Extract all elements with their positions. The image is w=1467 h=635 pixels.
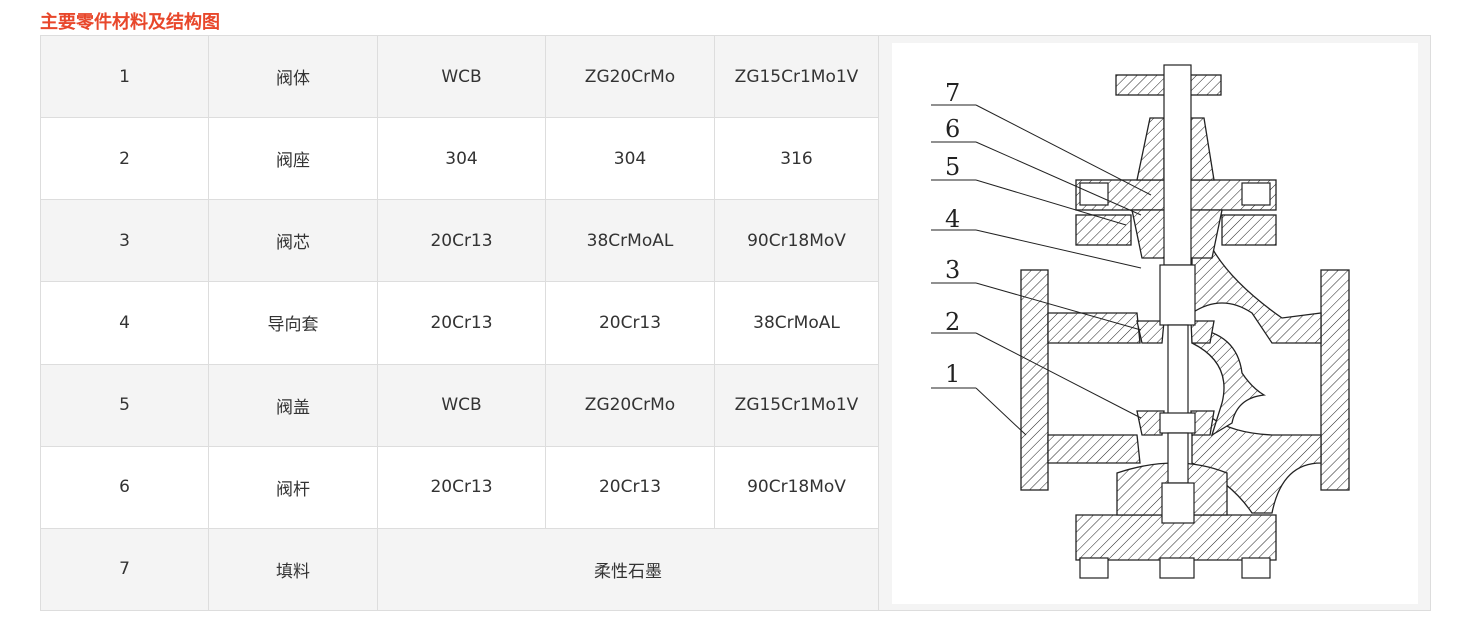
valve-plug: [1158, 263, 1196, 326]
part-number: 7: [40, 527, 209, 612]
valve-stem: [1162, 63, 1192, 266]
part-number: 4: [40, 281, 209, 365]
partition: [1190, 326, 1266, 436]
part-number: 5: [40, 363, 209, 447]
table-row: 1 阀体 WCB ZG20CrMo ZG15Cr1Mo1V: [40, 34, 1431, 611]
valve-structure-diagram: 7 6 5 4 3 2 1: [930, 63, 1350, 579]
part-name: 填料: [208, 527, 378, 612]
material-3: 38CrMoAL: [714, 281, 879, 365]
table-row: 6 阀杆 20Cr13 20Cr13 90Cr18MoV: [40, 445, 1431, 529]
material-3: 90Cr18MoV: [714, 445, 879, 529]
material-3: ZG15Cr1Mo1V: [714, 34, 879, 119]
table-row: 4 导向套 20Cr13 20Cr13 38CrMoAL: [40, 281, 1431, 365]
left-flange: [1019, 268, 1049, 491]
part-name: 阀体: [208, 34, 378, 119]
table-row: 5 阀盖 WCB ZG20CrMo ZG15Cr1Mo1V: [40, 363, 1431, 447]
section-title: 主要零件材料及结构图: [40, 12, 220, 33]
bolt: [1078, 556, 1109, 579]
material-1: 20Cr13: [377, 281, 546, 365]
body-lower: [1046, 433, 1141, 464]
material-2: 20Cr13: [545, 445, 715, 529]
diagram-cell: 7 6 5 4 3 2 1: [878, 35, 1431, 611]
material-1: WCB: [377, 363, 546, 447]
body-upper: [1046, 311, 1141, 344]
part-number: 3: [40, 199, 209, 283]
callout-1: 1: [945, 360, 960, 388]
part-name: 导向套: [208, 281, 378, 365]
right-flange: [1319, 268, 1350, 491]
material-merged: 柔性石墨: [377, 527, 879, 612]
callout-4: 4: [945, 205, 960, 233]
material-1: 20Cr13: [377, 445, 546, 529]
material-2: 304: [545, 117, 715, 201]
material-2: 38CrMoAL: [545, 199, 715, 283]
part-name: 阀杆: [208, 445, 378, 529]
callout-2: 2: [945, 308, 960, 336]
table-row: 2 阀座 304 304 316: [40, 117, 1431, 201]
material-1: 20Cr13: [377, 199, 546, 283]
table-row: 7 填料 柔性石墨: [40, 527, 1431, 612]
material-3: ZG15Cr1Mo1V: [714, 363, 879, 447]
part-number: 2: [40, 117, 209, 201]
callout-6: 6: [945, 115, 960, 143]
part-name: 阀芯: [208, 199, 378, 283]
callout-5: 5: [945, 153, 960, 181]
part-number: 6: [40, 445, 209, 529]
material-1: WCB: [377, 34, 546, 119]
part-name: 阀盖: [208, 363, 378, 447]
callout-3: 3: [945, 256, 960, 284]
material-2: 20Cr13: [545, 281, 715, 365]
part-number: 1: [40, 34, 209, 119]
guide-sleeve: [1160, 481, 1195, 524]
callout-7: 7: [945, 79, 960, 107]
upper-seat: [1135, 319, 1215, 344]
material-2: ZG20CrMo: [545, 363, 715, 447]
part-name: 阀座: [208, 117, 378, 201]
material-3: 90Cr18MoV: [714, 199, 879, 283]
material-3: 316: [714, 117, 879, 201]
materials-table: 1 阀体 WCB ZG20CrMo ZG15Cr1Mo1V: [40, 34, 1431, 612]
material-1: 304: [377, 117, 546, 201]
material-2: ZG20CrMo: [545, 34, 715, 119]
